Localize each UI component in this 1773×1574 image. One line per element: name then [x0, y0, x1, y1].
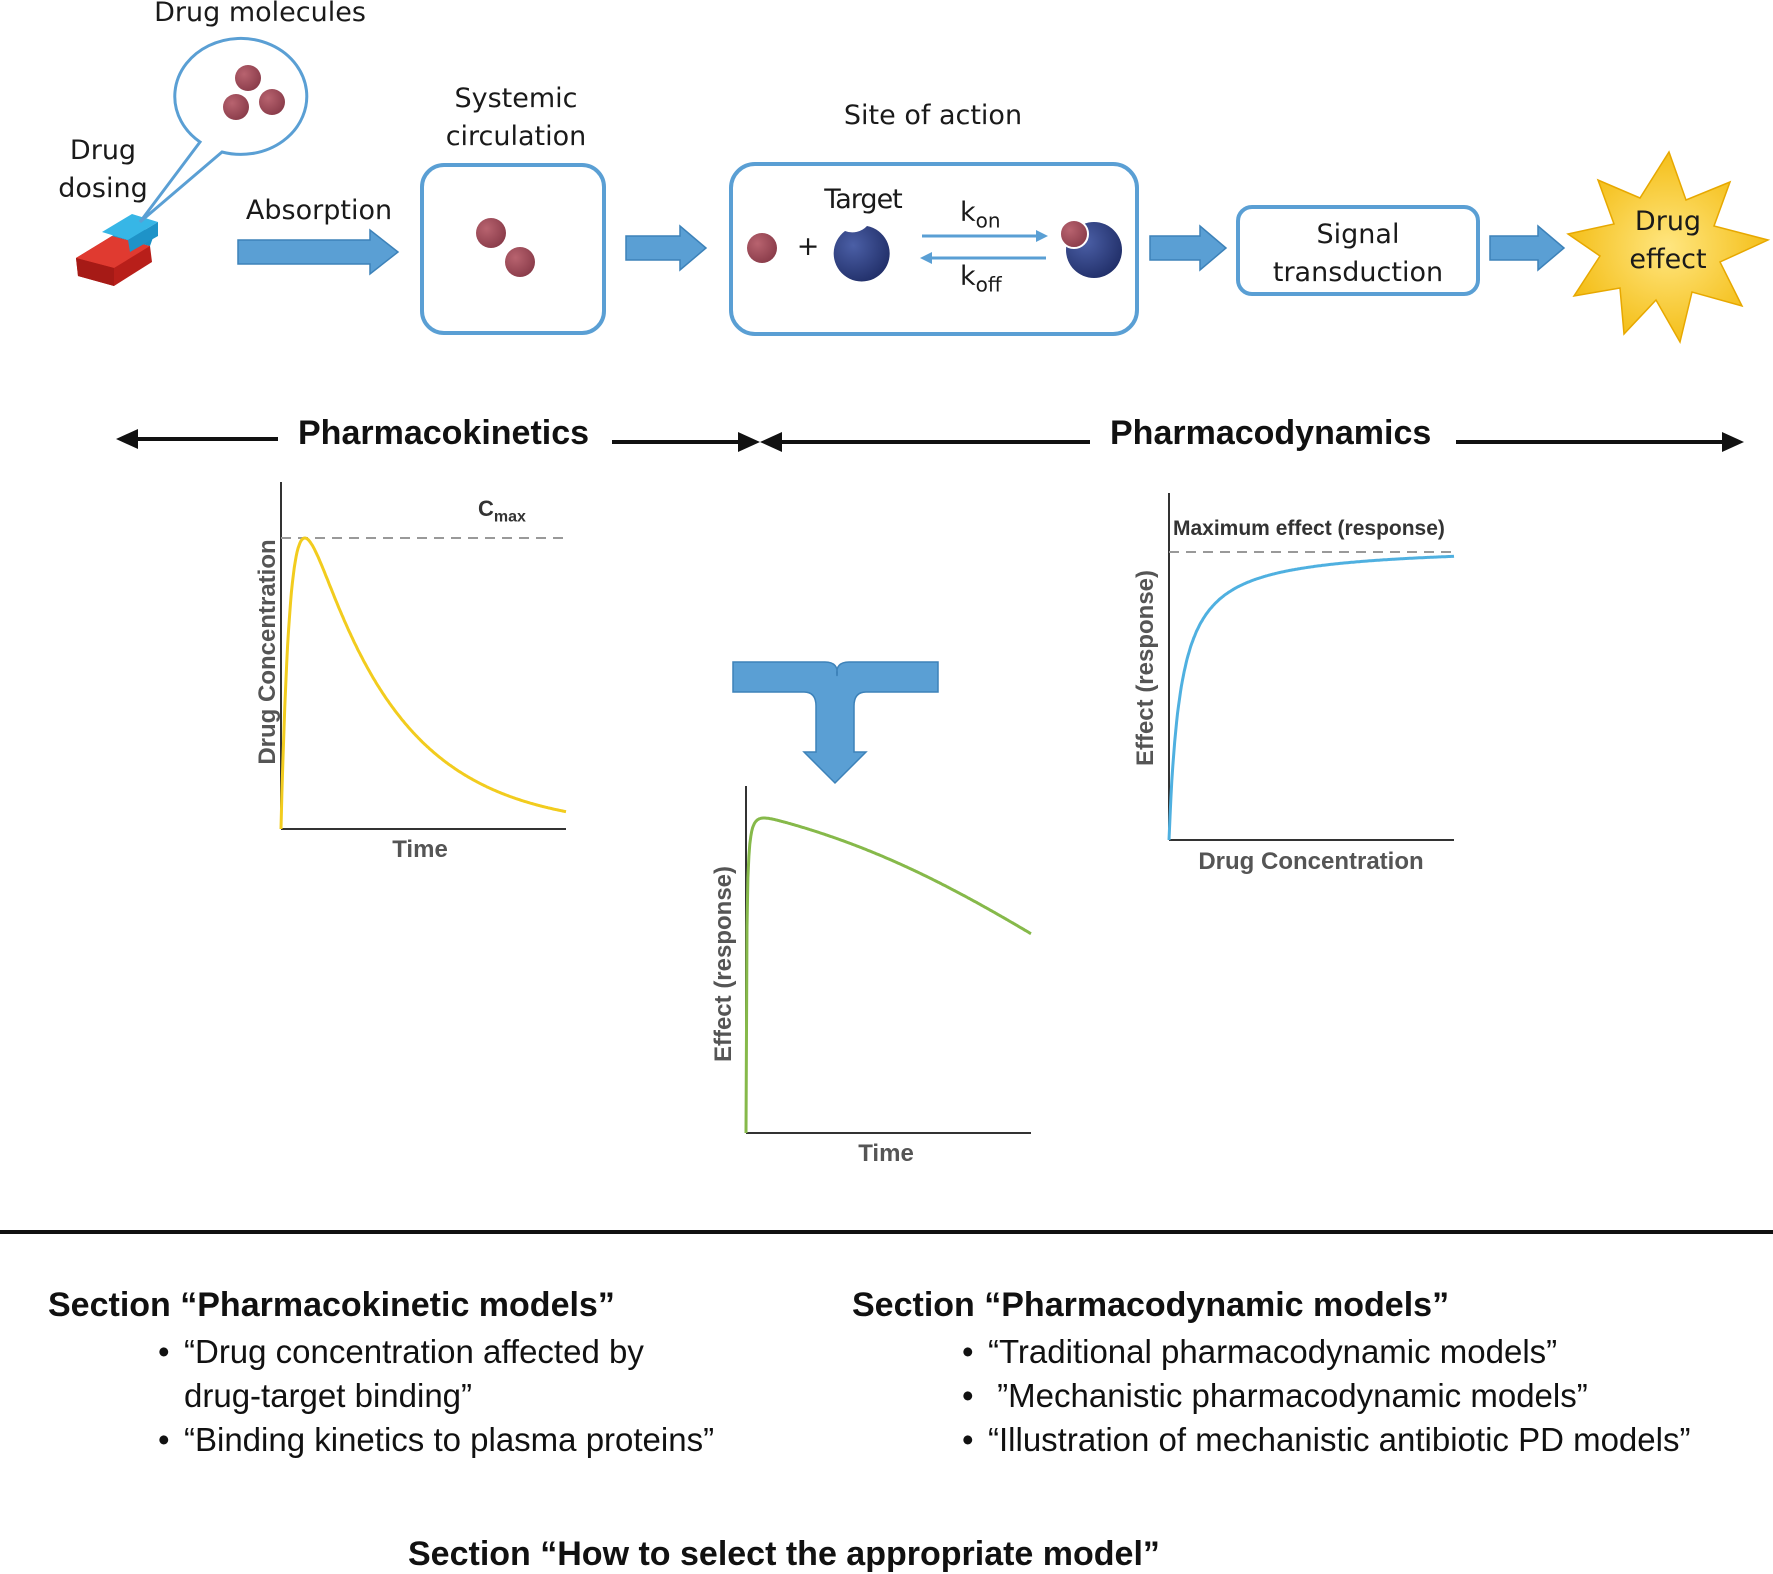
- circulation-molecule: [476, 218, 506, 248]
- pd-ylabel: Effect (response): [1132, 569, 1159, 767]
- pk-section-title: Section “Pharmacokinetic models”: [48, 1286, 615, 1324]
- drug-target-complex: [1059, 219, 1122, 278]
- select-section-title: Section “How to select the appropriate m…: [408, 1535, 1160, 1573]
- flow-arrow: [1489, 224, 1566, 272]
- pd-plot: [1167, 493, 1455, 841]
- pd-xlabel: Drug Concentration: [1198, 848, 1424, 875]
- pkpd-plot: [744, 786, 1032, 1134]
- systemic-circulation-label: Systemic circulation: [445, 83, 587, 152]
- absorption-arrow: [237, 228, 400, 276]
- pd-section-list: •“Traditional pharmacodynamic models” • …: [962, 1330, 1762, 1462]
- max-effect-annotation: Maximum effect (response): [1173, 517, 1445, 540]
- flow-arrow: [625, 224, 708, 272]
- pk-range-arrow: [116, 429, 760, 452]
- target-label: Target: [824, 184, 903, 215]
- site-molecule: [747, 233, 777, 263]
- list-item: • ”Mechanistic pharmacodynamic models”: [962, 1377, 1588, 1414]
- flow-arrow: [1149, 224, 1228, 272]
- k-off-label: koff: [960, 261, 1002, 297]
- pk-curve: [279, 536, 567, 830]
- target-icon: [833, 226, 890, 282]
- drug-effect-label: Drug effect: [1629, 206, 1707, 275]
- list-item: •“Binding kinetics to plasma proteins”: [158, 1421, 715, 1458]
- pkpd-ylabel: Effect (response): [710, 865, 737, 1063]
- pharmacodynamics-heading: Pharmacodynamics: [1098, 414, 1444, 453]
- pd-range-arrow: [760, 432, 1744, 452]
- pkpd-xlabel: Time: [858, 1140, 914, 1167]
- site-of-action-label: Site of action: [843, 100, 1023, 131]
- circulation-molecule: [505, 247, 535, 277]
- pk-ylabel: Drug Concentration: [254, 539, 281, 765]
- drug-dosing-label: Drug dosing: [58, 135, 148, 204]
- binding-equilibrium-arrows: [920, 230, 1048, 264]
- k-on-label: kon: [960, 197, 1001, 233]
- site-of-action-box: [729, 162, 1139, 336]
- pill-icon: [76, 214, 158, 286]
- drug-effect-starburst: [1566, 150, 1771, 345]
- pd-section-title: Section “Pharmacodynamic models”: [852, 1286, 1450, 1324]
- pharmacokinetics-heading: Pharmacokinetics: [286, 414, 602, 453]
- pd-curve: [1167, 554, 1455, 841]
- list-item: •“Illustration of mechanistic antibiotic…: [962, 1421, 1691, 1458]
- absorption-label: Absorption: [245, 195, 393, 226]
- merge-arrow: [732, 661, 939, 785]
- drug-molecules-label: Drug molecules: [154, 0, 366, 28]
- plus-sign: +: [796, 231, 820, 262]
- list-item: •“Drug concentration affected by drug-ta…: [158, 1333, 644, 1414]
- drug-molecules-bubble: [138, 36, 309, 224]
- cmax-annotation: Cmax: [478, 496, 526, 526]
- pk-section-list: •“Drug concentration affected by drug-ta…: [158, 1330, 798, 1462]
- signal-transduction-label: Signal transduction: [1272, 219, 1444, 288]
- pkpd-curve: [744, 816, 1032, 1134]
- list-item: •“Traditional pharmacodynamic models”: [962, 1333, 1558, 1370]
- signal-transduction-box: [1236, 205, 1480, 296]
- pk-plot: [279, 482, 567, 830]
- pk-xlabel: Time: [392, 836, 448, 863]
